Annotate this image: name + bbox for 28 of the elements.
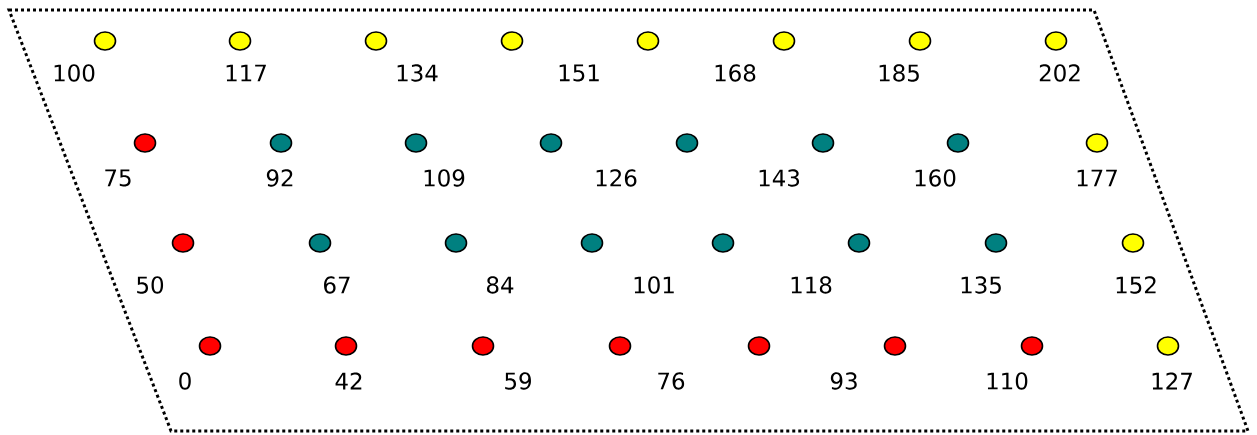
number-label: 100	[54, 64, 95, 82]
number-label: 126	[596, 169, 637, 187]
number-label: 134	[397, 64, 438, 82]
number-label: 118	[791, 276, 832, 294]
number-label: 92	[266, 169, 293, 187]
number-label: 93	[830, 372, 857, 390]
number-label: 84	[487, 276, 514, 294]
number-label: 101	[634, 276, 674, 294]
number-label: 152	[1116, 276, 1156, 294]
number-label: 76	[658, 372, 685, 390]
number-label: 50	[137, 276, 164, 294]
number-label: 151	[559, 64, 599, 82]
number-label: 75	[105, 169, 131, 187]
number-label: 109	[424, 169, 465, 187]
number-label: 168	[715, 64, 756, 82]
number-label: 177	[1077, 169, 1117, 187]
number-label: 59	[505, 372, 531, 390]
number-label: 143	[759, 169, 800, 187]
number-label: 117	[226, 64, 266, 82]
number-label: 0	[179, 372, 191, 390]
number-label: 202	[1039, 64, 1080, 82]
number-label: 127	[1152, 372, 1192, 390]
number-label: 67	[324, 276, 350, 294]
number-label: 110	[987, 372, 1028, 390]
number-label: 185	[879, 64, 919, 82]
number-label: 160	[915, 169, 956, 187]
number-label: 42	[335, 372, 362, 390]
number-label: 135	[961, 276, 1001, 294]
